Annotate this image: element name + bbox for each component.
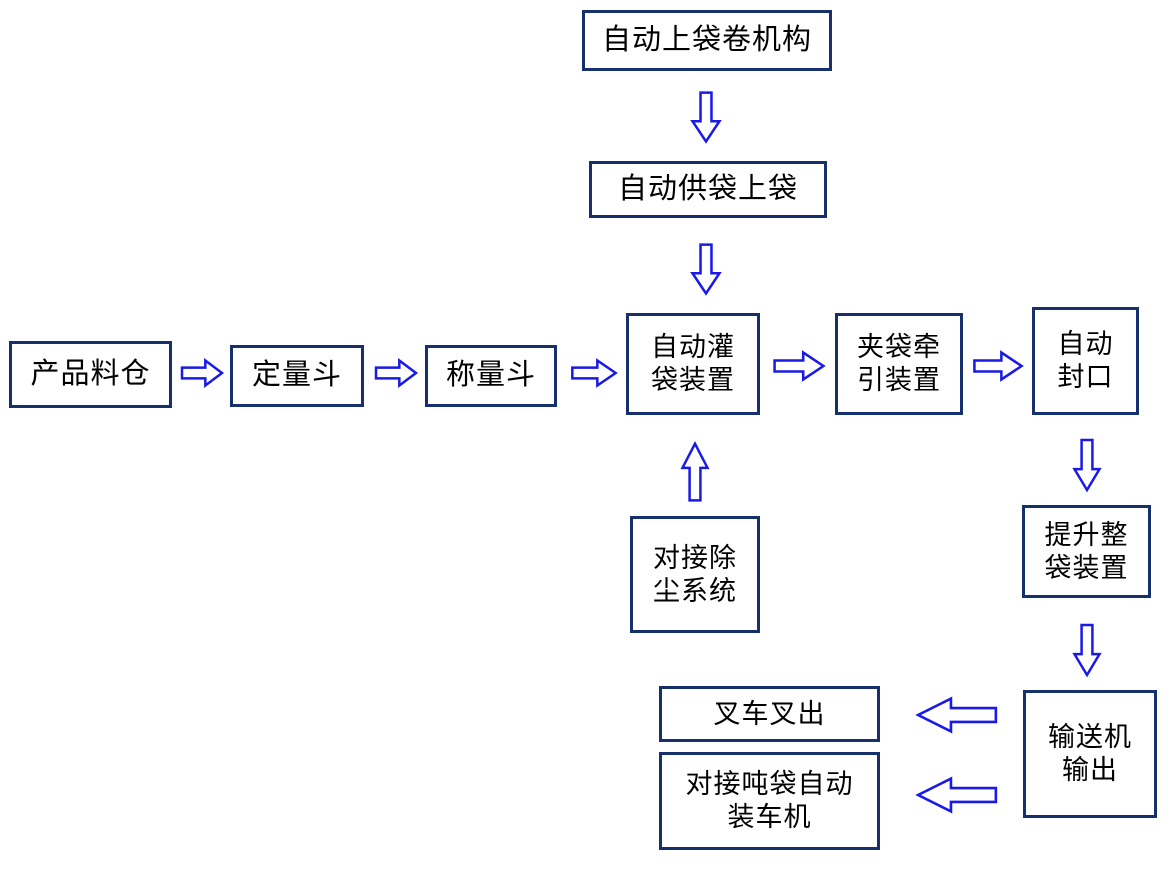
- node-tonne-bag-loader: 对接吨袋自动装车机: [659, 752, 880, 850]
- node-dust-collection: 对接除尘系统: [630, 516, 760, 633]
- arrow-conveyor-to-forklift: [912, 696, 1002, 734]
- node-conveyor-output: 输送机输出: [1023, 690, 1157, 818]
- node-weighing-hopper: 称量斗: [425, 345, 557, 407]
- node-auto-bag-roll: 自动上袋卷机构: [582, 10, 832, 71]
- node-product-silo: 产品料仓: [9, 341, 172, 408]
- node-label-line: 自动: [1057, 329, 1114, 360]
- arrow-silo-to-dosing: [178, 358, 226, 388]
- arrow-dust-to-filling: [680, 438, 710, 506]
- node-label-line: 提升整: [1044, 519, 1129, 550]
- node-label-line: 对接吨袋自动: [685, 769, 854, 800]
- node-label-line: 产品料仓: [30, 357, 151, 390]
- node-label-line: 定量斗: [251, 359, 342, 392]
- arrow-weighing-to-filling: [568, 358, 620, 388]
- node-label-line: 装车机: [727, 802, 812, 832]
- node-label-line: 自动灌: [651, 332, 735, 363]
- node-label-line: 夹袋牵: [857, 332, 941, 363]
- arrow-feed-to-filling: [690, 240, 722, 298]
- node-auto-bag-feed: 自动供袋上袋: [589, 161, 827, 218]
- arrow-sealing-to-lift: [1072, 435, 1102, 495]
- node-bag-clamp-pull: 夹袋牵引装置: [835, 313, 963, 415]
- node-dosing-hopper: 定量斗: [230, 345, 364, 407]
- arrow-roll-to-feed: [690, 88, 722, 146]
- node-bag-lift-shaping: 提升整袋装置: [1022, 505, 1151, 598]
- node-label-line: 袋装置: [651, 365, 735, 395]
- arrow-filling-to-clamp: [770, 350, 828, 382]
- node-auto-sealing: 自动封口: [1032, 307, 1139, 415]
- node-label-line: 封口: [1057, 362, 1114, 392]
- node-auto-bag-filling: 自动灌袋装置: [626, 313, 760, 415]
- node-label-line: 叉车叉出: [713, 698, 826, 729]
- arrow-dosing-to-weighing: [372, 358, 420, 388]
- node-label-line: 自动供袋上袋: [617, 172, 798, 205]
- arrow-clamp-to-sealing: [970, 350, 1026, 382]
- node-label-line: 输送机: [1048, 722, 1132, 753]
- arrow-conveyor-to-loader: [912, 776, 1002, 814]
- node-label-line: 称量斗: [445, 359, 536, 392]
- node-label-line: 输出: [1062, 755, 1118, 785]
- node-forklift-out: 叉车叉出: [659, 686, 880, 742]
- node-label-line: 袋装置: [1044, 552, 1129, 583]
- node-label-line: 尘系统: [653, 575, 737, 606]
- node-label-line: 对接除: [653, 542, 737, 573]
- node-label-line: 自动上袋卷机构: [601, 23, 812, 56]
- node-label-line: 引装置: [857, 365, 941, 395]
- arrow-lift-to-conveyor: [1072, 620, 1102, 680]
